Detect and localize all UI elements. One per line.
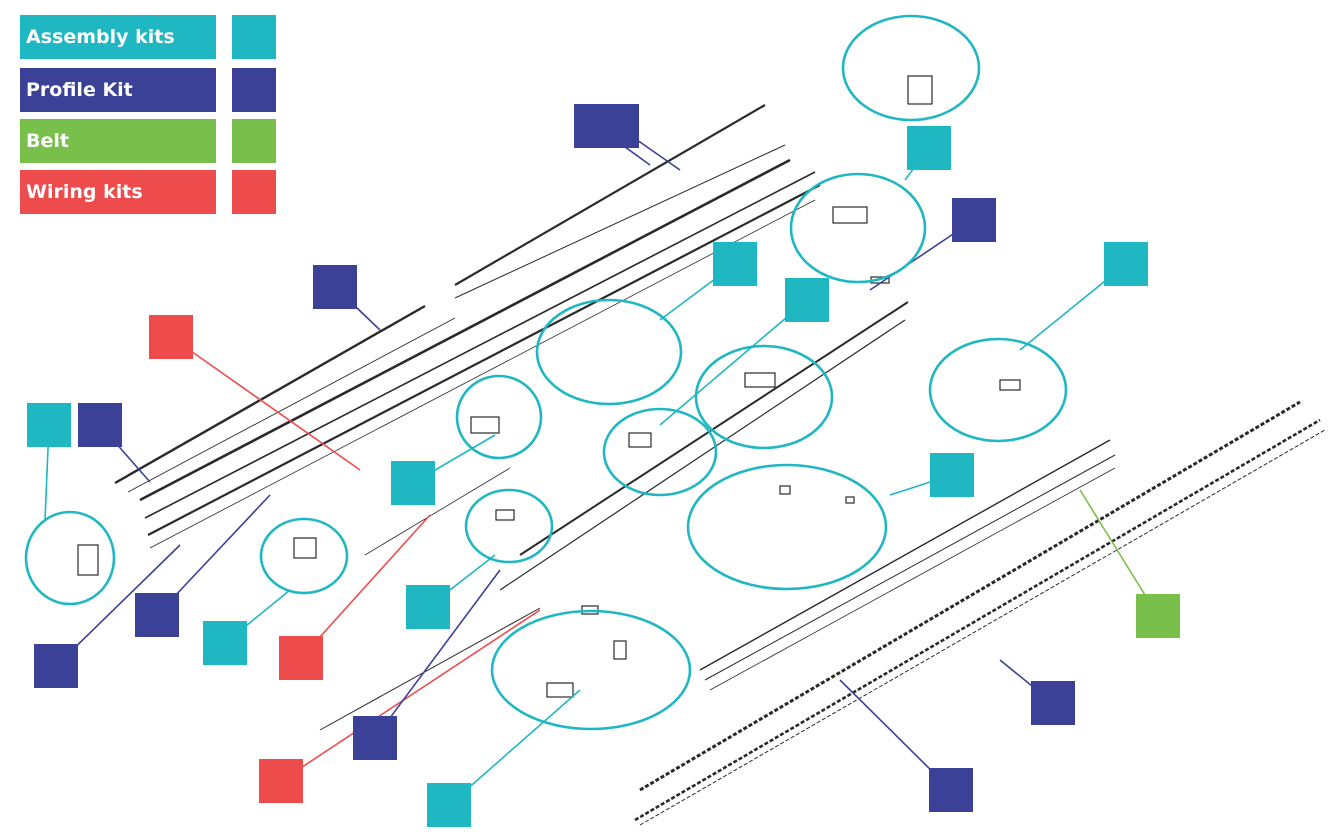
component-part — [832, 206, 868, 224]
legend-profile-swatch — [232, 68, 276, 112]
detail-circle — [789, 172, 927, 284]
component-part — [613, 640, 627, 660]
component-part — [495, 509, 515, 521]
callout-marker-profile — [34, 644, 78, 688]
callout-marker-assembly — [203, 621, 247, 665]
detail-circle — [694, 344, 834, 450]
callout-leader-profile — [374, 569, 501, 739]
callout-marker-profile — [313, 265, 357, 309]
detail-circle — [259, 517, 349, 595]
rail-profile — [454, 144, 786, 299]
callout-marker-profile — [353, 716, 397, 760]
rail-profile — [519, 301, 909, 556]
callout-leader-wiring — [300, 514, 431, 659]
legend-assembly-label: Assembly kits — [20, 15, 216, 59]
callout-marker-wiring — [279, 636, 323, 680]
component-part — [77, 544, 99, 576]
callout-marker-profile — [952, 198, 996, 242]
detail-circle — [686, 463, 888, 591]
component-part — [999, 379, 1021, 391]
rail-profile — [144, 171, 816, 519]
callout-leader-assembly — [659, 299, 808, 426]
parts-drawing — [77, 75, 1326, 826]
legend-belt-label: Belt — [20, 119, 216, 163]
component-part — [470, 416, 500, 434]
component-part — [293, 537, 317, 559]
callout-marker-profile — [929, 768, 973, 812]
callout-leader-wiring — [280, 609, 541, 782]
callout-marker-assembly — [391, 461, 435, 505]
detail-circles — [24, 14, 1068, 731]
detail-circle — [602, 407, 718, 497]
callout-marker-assembly — [930, 453, 974, 497]
callout-marker-assembly — [907, 126, 951, 170]
callout-leader-wiring — [170, 336, 361, 471]
callout-marker-assembly — [406, 585, 450, 629]
rail-profile — [319, 607, 541, 731]
rail-profile — [114, 304, 426, 485]
callout-marker-profile — [574, 104, 618, 148]
rail-profile — [364, 467, 511, 556]
detail-circle — [24, 510, 116, 606]
rail-profile — [147, 184, 821, 536]
callout-marker-profile — [78, 403, 122, 447]
callout-marker-assembly — [1104, 242, 1148, 286]
detail-circle — [455, 374, 543, 460]
rail-profile — [139, 158, 791, 502]
callout-marker-assembly — [427, 783, 471, 827]
detail-circle — [535, 298, 683, 406]
rail-profile — [454, 104, 766, 286]
callout-marker-assembly — [785, 278, 829, 322]
callout-marker-profile — [135, 593, 179, 637]
legend-assembly-swatch — [232, 15, 276, 59]
rail-profile — [499, 319, 906, 591]
rail-profile — [704, 454, 1116, 681]
rail-profile — [634, 418, 1321, 822]
detail-circle — [841, 14, 981, 122]
component-part — [628, 432, 652, 448]
legend-profile-label: Profile Kit — [20, 68, 216, 112]
callout-marker-assembly — [27, 403, 71, 447]
legend-wiring-label: Wiring kits — [20, 170, 216, 214]
component-part — [845, 496, 855, 504]
detail-circle — [490, 609, 692, 731]
rail-profile — [127, 317, 456, 493]
legend-wiring-swatch — [232, 170, 276, 214]
rail-profile — [699, 439, 1111, 671]
detail-circle — [464, 488, 554, 564]
component-part — [907, 75, 933, 105]
callout-marker-profile — [1031, 681, 1075, 725]
callout-marker-wiring — [149, 315, 193, 359]
callout-marker-assembly — [713, 242, 757, 286]
callout-marker-wiring — [259, 759, 303, 803]
rail-profile — [709, 467, 1116, 691]
rail-profile — [639, 429, 1326, 826]
component-part — [779, 485, 791, 495]
detail-circle — [928, 337, 1068, 443]
rail-profile — [639, 400, 1301, 792]
component-part — [744, 372, 776, 388]
legend-belt-swatch — [232, 119, 276, 163]
callout-markers — [27, 104, 1180, 827]
rail-profile — [149, 199, 816, 549]
callout-marker-belt — [1136, 594, 1180, 638]
component-part — [546, 682, 574, 698]
